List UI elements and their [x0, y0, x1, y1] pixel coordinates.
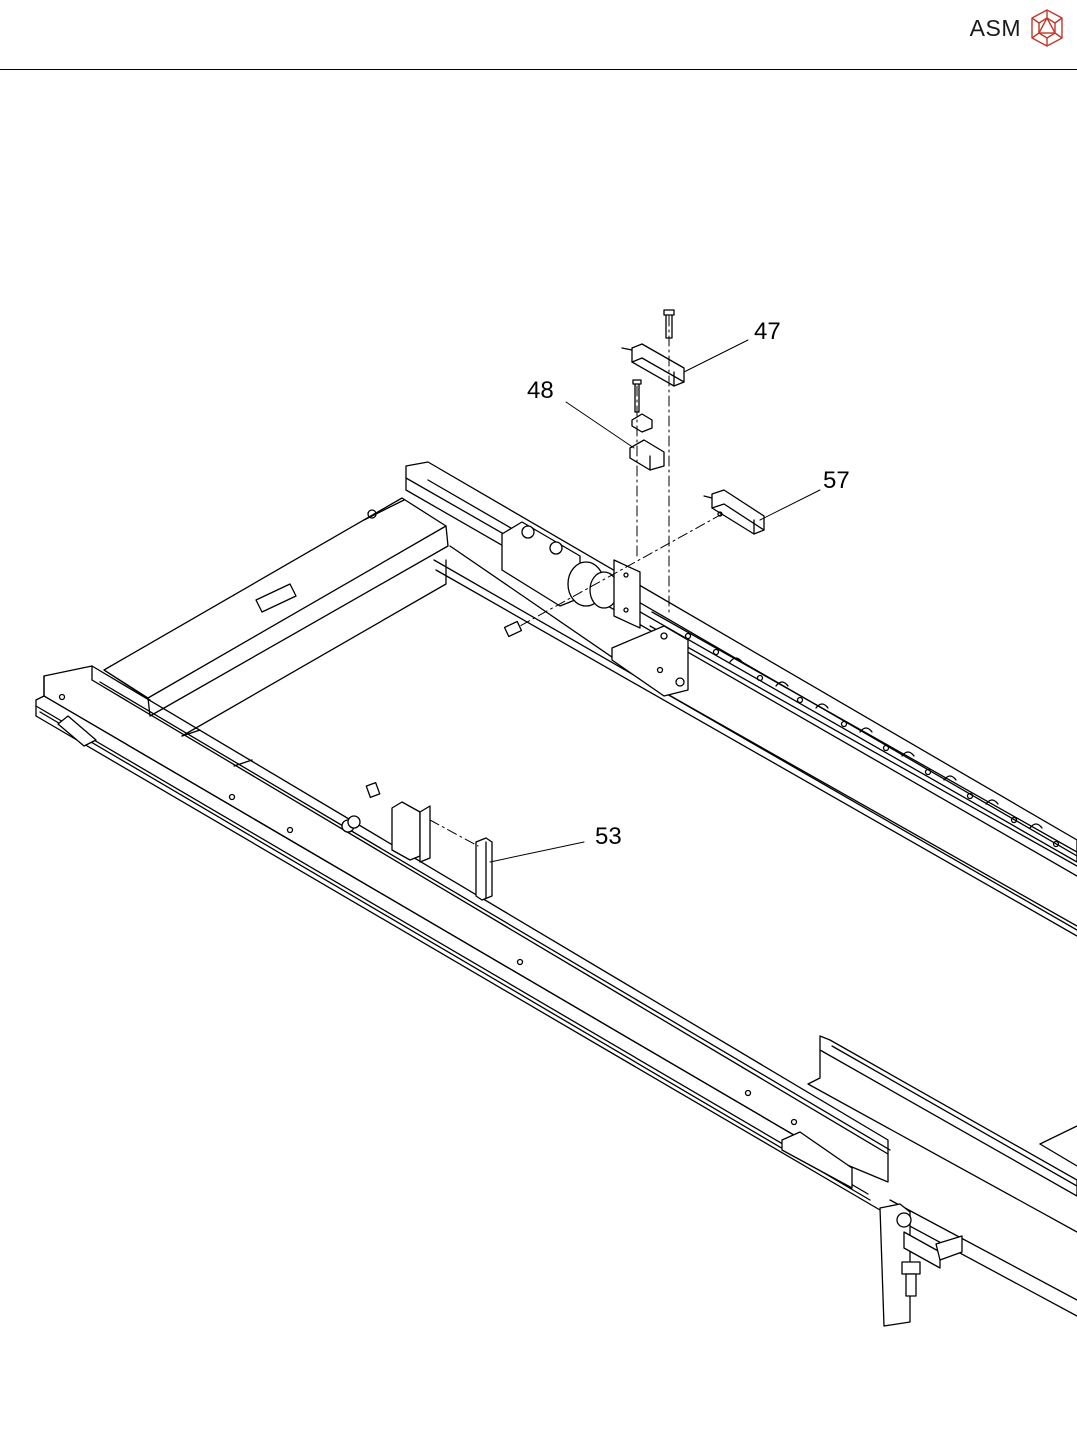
callout-47: 47: [754, 318, 781, 345]
part-48: [630, 380, 664, 470]
screw: [505, 622, 522, 637]
cross-member: [104, 498, 448, 736]
callout-48: 48: [527, 377, 554, 404]
callout-53: 53: [595, 823, 622, 850]
leg-foot: [880, 1204, 962, 1326]
part-47: [622, 310, 684, 386]
part-57: [704, 490, 764, 534]
callout-57: 57: [823, 467, 850, 494]
